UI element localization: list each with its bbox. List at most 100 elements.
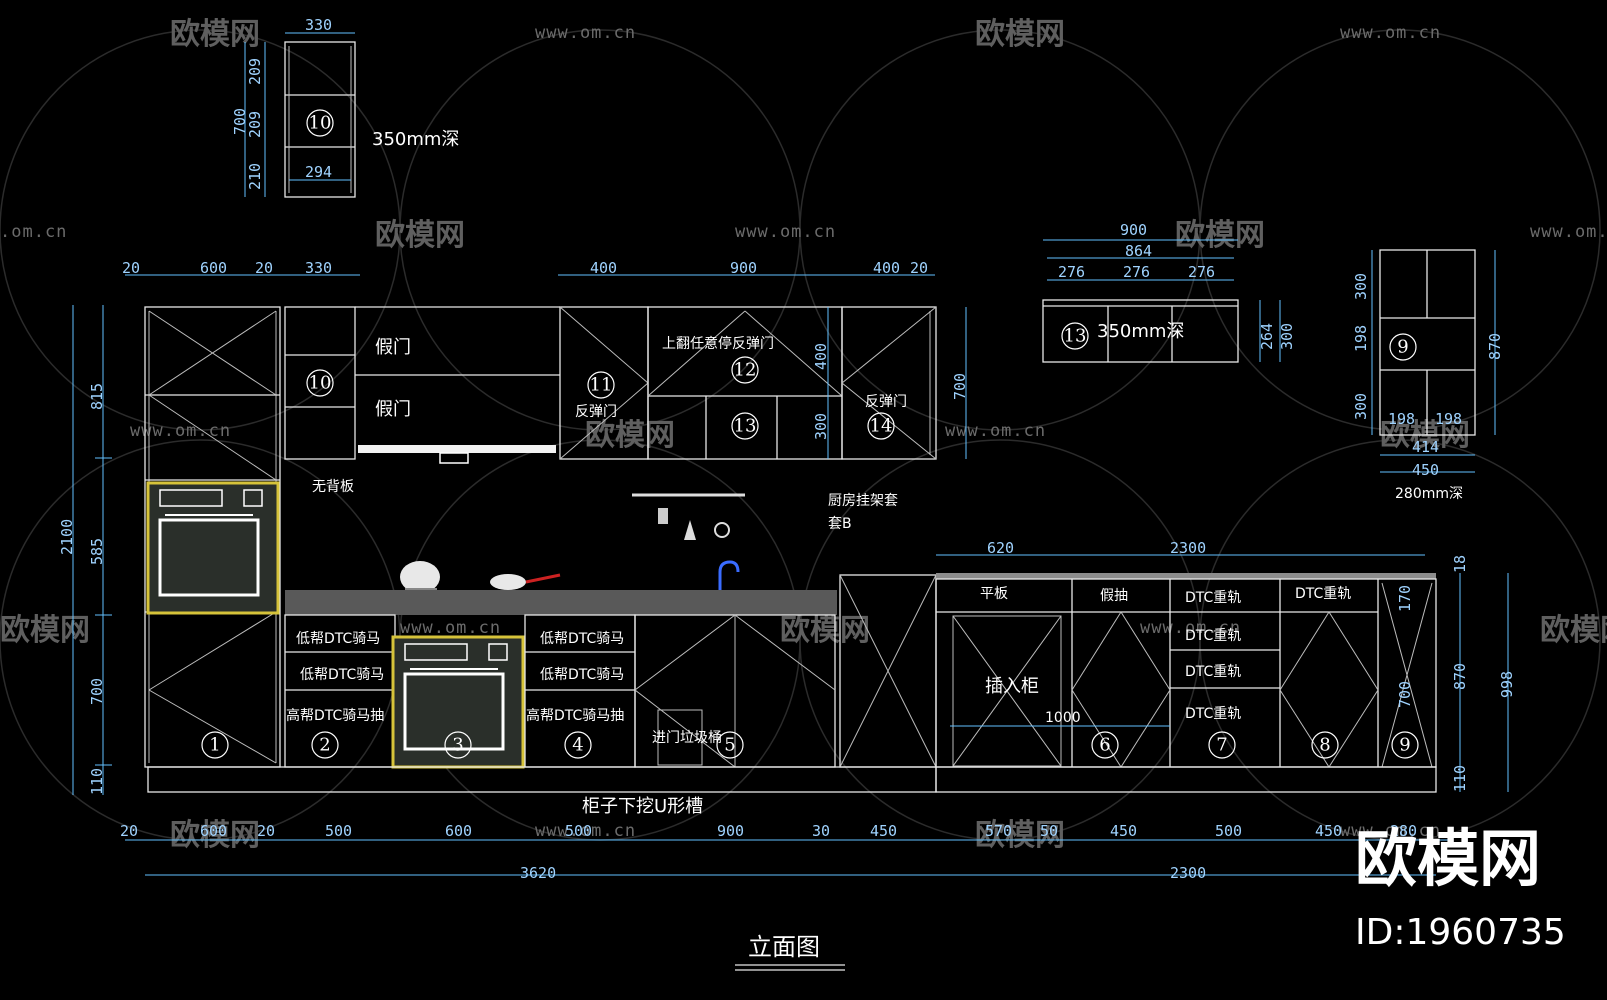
- watermark-url: www.om.cn: [535, 23, 636, 43]
- dim-label: 400: [873, 259, 900, 277]
- drawer-label: 高帮DTC骑马抽: [526, 707, 624, 724]
- cabinet-number: 2: [319, 735, 330, 756]
- drawer-label: 高帮DTC骑马抽: [286, 707, 384, 724]
- rail-label: DTC重轨: [1185, 706, 1241, 722]
- dim-label: 110: [88, 768, 106, 795]
- trash-bin-label: 进门垃圾桶: [652, 730, 722, 746]
- cabinet-number: 14: [870, 416, 893, 437]
- watermark-brand: 欧模网: [170, 17, 260, 52]
- dim-label: 600: [445, 822, 472, 840]
- dim-label: 870: [1451, 663, 1469, 690]
- left-dimension-lines: 815 585 700 110 2100: [58, 305, 112, 795]
- dim-label: 998: [1498, 671, 1516, 698]
- dim-label: 330: [305, 259, 332, 277]
- watermark-brand: 欧模网: [1175, 218, 1265, 253]
- cabinet-number: 7: [1216, 735, 1227, 756]
- watermark-url: www.om.cn: [1140, 618, 1241, 638]
- watermark-url: www.om.cn: [1340, 821, 1441, 841]
- dim-label: 570: [985, 822, 1012, 840]
- detail-unit-13: 900 864 276 276 276 264 300 13 350mm深: [1042, 221, 1296, 363]
- dim-label: 300: [1352, 273, 1370, 300]
- flip-door-label: 上翻任意停反弹门: [662, 335, 774, 352]
- cabinet-number: 11: [590, 375, 613, 396]
- fake-drawer-label: 假抽: [1100, 588, 1128, 604]
- dim-label: 450: [1315, 822, 1342, 840]
- watermark-brand: 欧模网: [585, 418, 675, 453]
- dim-label: 198: [1352, 325, 1370, 352]
- dim-label: 700: [88, 678, 106, 705]
- no-back-panel-label: 无背板: [312, 479, 354, 495]
- dim-label: 1000: [1045, 710, 1081, 726]
- dim-label: 450: [1412, 461, 1439, 479]
- watermark-url: www.om.cn: [1340, 23, 1441, 43]
- insert-cabinet-label: 插入柜: [985, 676, 1039, 697]
- fake-door-label: 假门: [375, 337, 411, 358]
- watermark-url: .om.cn: [0, 222, 67, 242]
- dim-label: 110: [1451, 765, 1469, 792]
- dim-label: 700: [951, 373, 969, 400]
- dim-label: 20: [255, 259, 273, 277]
- detail-unit-10: 330 294 700 209 209 210 10 350mm深: [231, 16, 459, 198]
- brand-watermark: 欧模网: [1355, 822, 1541, 895]
- watermark-brand: 欧模网: [975, 17, 1065, 52]
- dim-label: 2300: [1170, 864, 1206, 882]
- cabinet-number: 4: [572, 735, 583, 756]
- dim-label: 900: [1120, 221, 1147, 239]
- cabinet-number: 5: [724, 735, 735, 756]
- dim-label: 18: [1451, 555, 1469, 573]
- dim-label: 20: [122, 259, 140, 277]
- dim-label: 900: [730, 259, 757, 277]
- dim-label: 276: [1188, 263, 1215, 281]
- cabinet-number: 9: [1399, 735, 1410, 756]
- watermark-brand: 欧模网: [1540, 613, 1607, 648]
- dim-label: 20: [910, 259, 928, 277]
- drawing-title: 立面图: [748, 933, 820, 961]
- drawer-label: 低帮DTC骑马: [296, 631, 380, 647]
- dim-label: 400: [590, 259, 617, 277]
- oven-appliance: [146, 481, 280, 615]
- main-elevation: 10 假门 假门 11 反弹门 上翻任意停反弹门 12 13 400 300: [144, 306, 969, 817]
- watermark-url: www.om.cn: [1530, 222, 1607, 242]
- dim-label: 900: [717, 822, 744, 840]
- u-groove-label: 柜子下挖U形槽: [582, 796, 703, 817]
- depth-label: 350mm深: [372, 129, 459, 150]
- dim-label: 294: [305, 163, 332, 181]
- cabinet-number: 6: [1099, 735, 1110, 756]
- dim-label: 414: [1412, 438, 1439, 456]
- dim-label: 209: [246, 111, 264, 138]
- dim-label: 500: [325, 822, 352, 840]
- watermark-texts: 欧模网 www.om.cn 欧模网 www.om.cn .om.cn 欧模网 w…: [0, 17, 1607, 853]
- rail-label: DTC重轨: [1185, 664, 1241, 680]
- depth-label: 350mm深: [1097, 321, 1184, 342]
- depth-label: 280mm深: [1395, 486, 1463, 502]
- dim-label: 450: [870, 822, 897, 840]
- dim-label: 400: [812, 343, 830, 370]
- dim-label: 300: [1352, 393, 1370, 420]
- dim-label: 700: [1396, 681, 1414, 708]
- dim-label: 600: [200, 822, 227, 840]
- cabinet-number: 12: [734, 360, 757, 381]
- dim-label: 50: [1040, 822, 1058, 840]
- rail-label: DTC重轨: [1185, 628, 1241, 644]
- upper-dimension-line: 20 600 20 330 400 900 400 20: [122, 259, 935, 277]
- fake-door-label: 假门: [375, 399, 411, 420]
- dim-label: 500: [1215, 822, 1242, 840]
- detail-unit-9: 300 198 300 870 198 198 414 450 9 280mm深: [1352, 249, 1504, 502]
- dim-label: 500: [565, 822, 592, 840]
- dim-label: 280: [1390, 822, 1417, 840]
- cabinet-number: 10: [309, 373, 332, 394]
- rebound-door-label: 反弹门: [575, 404, 617, 420]
- dim-label: 870: [1486, 333, 1504, 360]
- dim-label: 2300: [1170, 539, 1206, 557]
- watermark-brand: 欧模网: [375, 218, 465, 253]
- dim-label: 330: [305, 16, 332, 34]
- watermark-url: www.om.cn: [400, 618, 501, 638]
- watermark-brand: 欧模网: [780, 613, 870, 648]
- dim-label: 700: [231, 108, 249, 135]
- cabinet-number: 1: [209, 735, 220, 756]
- watermark-url: www.om.cn: [130, 421, 231, 441]
- rail-label: DTC重轨: [1295, 586, 1351, 602]
- watermark-url: www.om.cn: [535, 821, 636, 841]
- drawer-label: 低帮DTC骑马: [540, 667, 624, 683]
